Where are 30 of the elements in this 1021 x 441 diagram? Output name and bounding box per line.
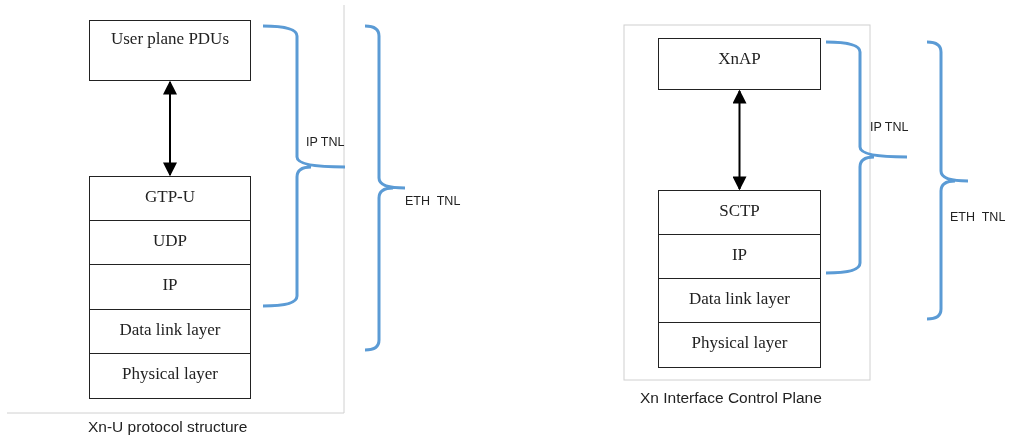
layer-name: IP [162, 275, 178, 295]
layer-name: Data link layer [689, 289, 790, 309]
layer-name: User plane PDUs [110, 29, 229, 49]
protocol-layer-box [89, 20, 251, 81]
layer-name: IP [731, 245, 748, 265]
double-arrow [163, 80, 177, 177]
layer-name: UDP [153, 231, 187, 251]
double-arrow [732, 89, 747, 191]
protocol-layer-box [89, 220, 251, 265]
layer-name: Data link layer [119, 320, 221, 340]
bracket-label: IP TNL [306, 135, 345, 149]
protocol-layer-box [658, 190, 821, 235]
protocol-layer-box [89, 176, 251, 221]
protocol-layer-box [658, 322, 821, 368]
bracket-label: ETH TNL [405, 194, 461, 208]
layer-name: Physical layer [122, 364, 218, 384]
layer-name: Physical layer [691, 333, 788, 353]
bracket-label: ETH TNL [950, 210, 1006, 224]
protocol-layer-box [89, 309, 251, 354]
protocol-layer-box [89, 353, 251, 399]
figure-caption: Xn Interface Control Plane [640, 389, 822, 407]
bracket-label: IP TNL [870, 120, 909, 134]
protocol-layer-box [658, 234, 821, 279]
protocol-layer-box [658, 278, 821, 323]
figure-caption: Xn-U protocol structure [88, 418, 248, 436]
layer-name: XnAP [718, 49, 761, 69]
layer-name: GTP-U [144, 187, 196, 207]
protocol-layer-box [89, 264, 251, 310]
layer-name: SCTP [719, 201, 760, 221]
protocol-layer-box [658, 38, 821, 90]
